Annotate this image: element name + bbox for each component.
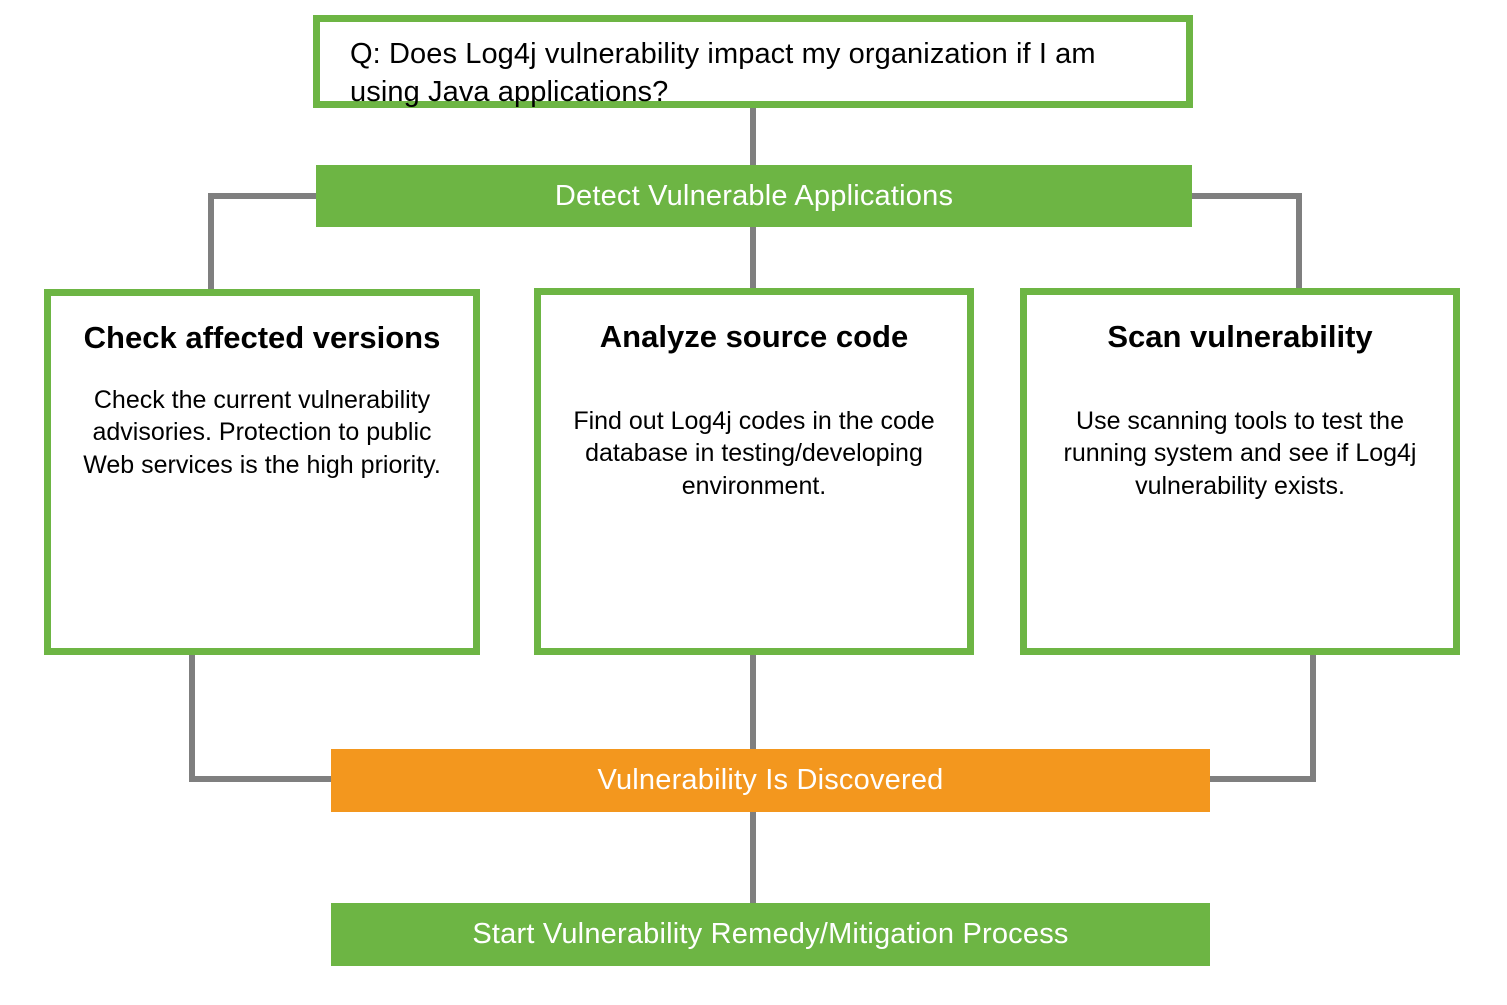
connector-left-to-discovered-vertical	[189, 652, 195, 782]
connector-header-to-middle	[750, 224, 756, 294]
question-text: Q: Does Log4j vulnerability impact my or…	[350, 38, 1096, 108]
start-remedy-process-label: Start Vulnerability Remedy/Mitigation Pr…	[472, 918, 1069, 951]
branch-card-scan-vulnerability: Scan vulnerability Use scanning tools to…	[1020, 288, 1460, 655]
branch-title-scan-vulnerability: Scan vulnerability	[1107, 319, 1373, 354]
branch-title-analyze-source-code: Analyze source code	[599, 319, 909, 354]
branch-body-analyze-source-code: Find out Log4j codes in the code databas…	[573, 406, 935, 500]
connector-header-to-right-vertical	[1296, 193, 1302, 296]
branch-card-analyze-source-code: Analyze source code Find out Log4j codes…	[534, 288, 974, 655]
connector-question-to-header	[750, 106, 756, 168]
start-remedy-process-bar[interactable]: Start Vulnerability Remedy/Mitigation Pr…	[331, 903, 1210, 966]
question-box: Q: Does Log4j vulnerability impact my or…	[313, 15, 1193, 108]
connector-left-to-discovered-horizontal	[189, 776, 335, 782]
connector-header-to-left-vertical	[208, 193, 214, 296]
detect-vulnerable-applications-bar[interactable]: Detect Vulnerable Applications	[316, 165, 1192, 227]
connector-discovered-to-remedy	[750, 812, 756, 906]
connector-middle-to-discovered	[750, 652, 756, 750]
connector-right-to-discovered-vertical	[1310, 652, 1316, 782]
detect-vulnerable-applications-label: Detect Vulnerable Applications	[554, 179, 954, 212]
vulnerability-discovered-bar[interactable]: Vulnerability Is Discovered	[331, 749, 1210, 812]
branch-body-check-affected-versions: Check the current vulnerability advisori…	[83, 385, 441, 479]
connector-header-to-right-horizontal	[1190, 193, 1302, 199]
vulnerability-discovered-label: Vulnerability Is Discovered	[597, 764, 944, 797]
connector-right-to-discovered-horizontal	[1206, 776, 1316, 782]
branch-card-check-affected-versions: Check affected versions Check the curren…	[44, 289, 480, 655]
connector-header-to-left-horizontal	[208, 193, 318, 199]
branch-body-scan-vulnerability: Use scanning tools to test the running s…	[1063, 406, 1417, 500]
branch-title-check-affected-versions: Check affected versions	[83, 320, 441, 355]
